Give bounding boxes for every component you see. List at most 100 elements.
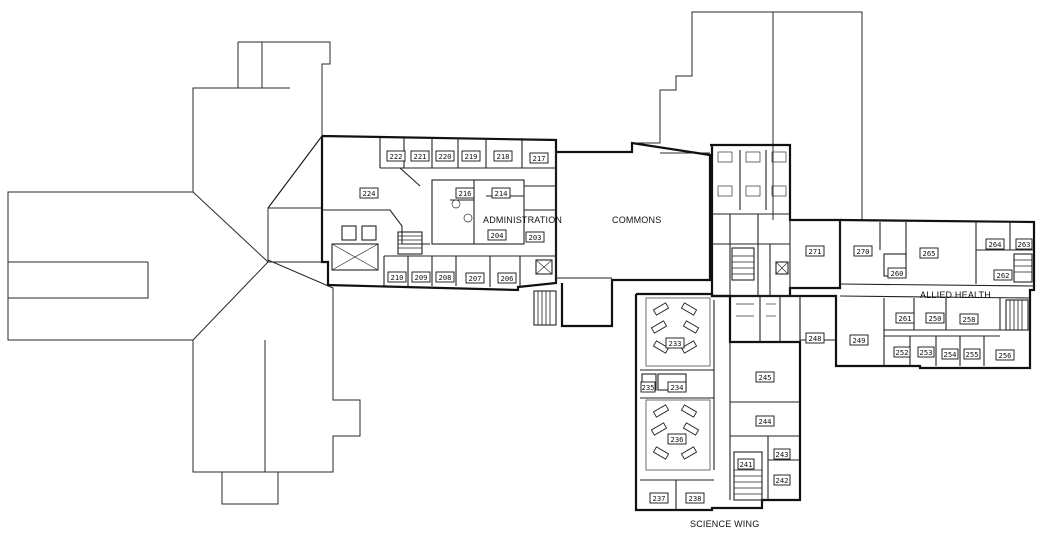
lab-desks-233	[650, 302, 700, 354]
room-number: 250	[929, 314, 942, 323]
room-tag-box	[941, 348, 959, 360]
room-tag-box	[985, 238, 1005, 250]
room-number: 217	[533, 154, 546, 163]
room-number: 218	[497, 152, 510, 161]
room-number: 209	[415, 273, 428, 282]
room-number: 252	[896, 348, 909, 357]
room-number: 238	[689, 494, 702, 503]
west-roof-outline	[7, 41, 361, 505]
room-tag-224: 224	[359, 187, 379, 199]
room-number: 249	[853, 336, 866, 345]
room-number: 253	[920, 348, 933, 357]
restroom-cluster	[729, 295, 801, 343]
room-number: 248	[809, 334, 822, 343]
room-tag-250: 250	[925, 312, 945, 324]
room-number: 237	[653, 494, 666, 503]
room-tag-box	[959, 313, 979, 325]
room-tag-box	[685, 492, 705, 504]
room-number: 208	[439, 273, 452, 282]
central-block	[710, 143, 842, 298]
room-number: 221	[414, 152, 427, 161]
room-tag-252: 252	[893, 346, 911, 358]
room-number: 216	[459, 189, 472, 198]
room-tag-216: 216	[455, 187, 475, 199]
room-number: 204	[491, 231, 504, 240]
allied-health-east-stair	[1013, 253, 1033, 283]
commons-stair	[533, 290, 557, 326]
room-tag-222: 222	[386, 150, 406, 162]
room-tag-238: 238	[685, 492, 705, 504]
room-tag-253: 253	[917, 346, 935, 358]
room-number: 260	[891, 269, 904, 278]
science-stair	[733, 451, 763, 501]
room-tag-box	[461, 150, 481, 162]
room-tag-207: 207	[465, 272, 485, 284]
room-tag-203: 203	[525, 231, 545, 243]
admin-stair	[397, 231, 423, 255]
room-tag-261: 261	[895, 312, 915, 324]
room-tag-box	[411, 271, 431, 283]
room-tag-box	[667, 381, 687, 393]
room-tag-box	[919, 247, 939, 259]
room-number: 203	[529, 233, 542, 242]
room-tag-box	[737, 458, 755, 470]
room-tag-box	[853, 245, 873, 257]
room-tag-243: 243	[773, 448, 791, 460]
lab-desks-236	[650, 404, 700, 460]
room-number: 219	[465, 152, 478, 161]
room-number: 256	[999, 351, 1012, 360]
room-tag-245: 245	[755, 371, 775, 383]
room-tag-237: 237	[649, 492, 669, 504]
room-number: 206	[501, 274, 514, 283]
label-allied-health: ALLIED HEALTH	[920, 290, 991, 300]
allied-health-stair	[1005, 299, 1029, 331]
room-number: 244	[759, 417, 772, 426]
room-tag-233: 233	[665, 337, 685, 349]
room-tag-box	[805, 332, 825, 344]
room-number: 270	[857, 247, 870, 256]
room-number: 242	[776, 476, 789, 485]
room-tag-241: 241	[737, 458, 755, 470]
room-tag-box	[917, 346, 935, 358]
room-tag-244: 244	[755, 415, 775, 427]
room-number: 265	[923, 249, 936, 258]
room-tag-box	[773, 448, 791, 460]
room-number: 220	[439, 152, 452, 161]
room-tag-262: 262	[993, 269, 1013, 281]
room-tag-box	[993, 269, 1013, 281]
room-number: 263	[1018, 240, 1031, 249]
room-tag-218: 218	[493, 150, 513, 162]
room-tag-box	[493, 150, 513, 162]
room-tag-208: 208	[435, 271, 455, 283]
room-tag-265: 265	[919, 247, 939, 259]
room-tag-box	[665, 337, 685, 349]
commons-block	[555, 141, 712, 328]
room-tag-box	[773, 474, 791, 486]
room-tag-box	[887, 267, 907, 279]
room-tag-258: 258	[959, 313, 979, 325]
label-science-wing: SCIENCE WING	[690, 519, 759, 529]
room-number: 243	[776, 450, 789, 459]
room-tag-box	[893, 346, 911, 358]
room-number: 235	[642, 383, 655, 392]
room-tag-254: 254	[941, 348, 959, 360]
room-number: 234	[671, 383, 684, 392]
room-tag-box	[849, 334, 869, 346]
room-tag-264: 264	[985, 238, 1005, 250]
room-tag-box	[387, 271, 407, 283]
room-tag-box	[963, 348, 981, 360]
room-tag-box	[525, 231, 545, 243]
room-tag-220: 220	[435, 150, 455, 162]
room-tag-221: 221	[410, 150, 430, 162]
room-tag-box	[529, 152, 549, 164]
room-tag-box	[895, 312, 915, 324]
room-number: 233	[669, 339, 682, 348]
room-tag-256: 256	[995, 349, 1015, 361]
room-tag-204: 204	[487, 229, 507, 241]
room-number: 255	[966, 350, 979, 359]
room-number: 241	[740, 460, 753, 469]
room-tag-box	[435, 271, 455, 283]
label-commons: COMMONS	[612, 215, 661, 225]
room-number: 224	[363, 189, 376, 198]
